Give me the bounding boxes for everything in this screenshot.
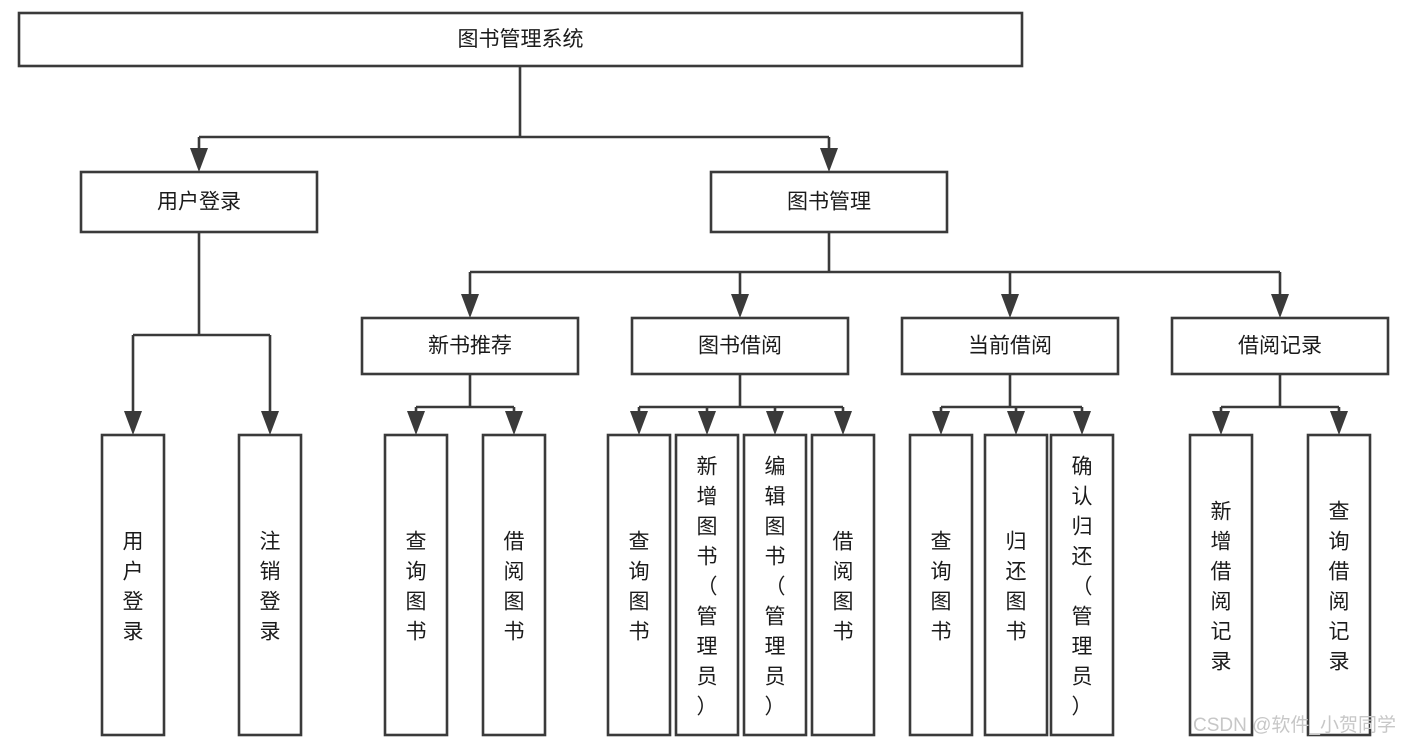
node-label-borrow-record: 借阅记录	[1238, 335, 1322, 358]
watermark-label: CSDN @软件_小贺同学	[1193, 714, 1396, 736]
node-box-current-borrow	[900, 316, 1120, 376]
connector-br-to-leaf1	[1212, 407, 1230, 435]
node-leaf-user-logout[interactable]: 注销登录	[237, 433, 303, 737]
connector-bus-to-borrow-record	[1271, 272, 1289, 318]
node-box-book-manage	[709, 170, 949, 234]
node-root[interactable]: 图书管理系统	[17, 11, 1024, 68]
node-box-leaf-query-book-b	[606, 433, 672, 737]
node-box-leaf-query-book-rec	[383, 433, 449, 737]
node-current-borrow[interactable]: 当前借阅	[900, 316, 1120, 376]
node-box-leaf-borrow-book-b	[810, 433, 876, 737]
node-label-leaf-query-record: 查询借阅记录	[1329, 500, 1350, 673]
node-label-leaf-query-book-b: 查询图书	[629, 530, 650, 643]
node-label-leaf-query-book-c: 查询图书	[931, 530, 952, 643]
connector-bb-to-leaf4	[834, 407, 852, 435]
connector-bb-to-leaf2	[698, 407, 716, 435]
node-label-current-borrow: 当前借阅	[968, 335, 1052, 358]
node-box-borrow-record	[1170, 316, 1390, 376]
node-book-borrow[interactable]: 图书借阅	[630, 316, 850, 376]
connector-cb-to-leaf2	[1007, 407, 1025, 435]
node-label-new-book-rec: 新书推荐	[428, 335, 512, 358]
node-leaf-return-book[interactable]: 归还图书	[983, 433, 1049, 737]
node-box-leaf-borrow-book-rec	[481, 433, 547, 737]
node-leaf-user-login[interactable]: 用户登录	[100, 433, 166, 737]
node-box-new-book-rec	[360, 316, 580, 376]
node-box-book-borrow	[630, 316, 850, 376]
node-label-leaf-query-book-rec: 查询图书	[406, 530, 427, 643]
node-box-leaf-user-logout	[237, 433, 303, 737]
node-box-root	[17, 11, 1024, 68]
connector-bus-to-book-borrow	[731, 272, 749, 318]
connector-nbr-to-leaf2	[505, 407, 523, 435]
connector-bb-to-leaf3	[766, 407, 784, 435]
nodes-layer: 图书管理系统用户登录图书管理新书推荐图书借阅当前借阅借阅记录用户登录注销登录查询…	[17, 11, 1390, 737]
node-leaf-borrow-book-rec[interactable]: 借阅图书	[481, 433, 547, 737]
node-user-login[interactable]: 用户登录	[79, 170, 319, 234]
node-leaf-add-book[interactable]: 新增图书（管理员）	[674, 433, 740, 737]
node-label-leaf-add-record: 新增借阅记录	[1211, 500, 1232, 673]
node-borrow-record[interactable]: 借阅记录	[1170, 316, 1390, 376]
node-label-book-borrow: 图书借阅	[698, 335, 782, 358]
connector-cb-to-leaf3	[1073, 407, 1091, 435]
node-box-leaf-return-book	[983, 433, 1049, 737]
node-label-leaf-confirm-return: 确认归还（管理员）	[1072, 455, 1093, 718]
connector-root-to-user-login	[190, 137, 208, 172]
node-leaf-query-record[interactable]: 查询借阅记录	[1306, 433, 1372, 737]
connector-root-to-book-manage	[820, 137, 838, 172]
connector-user-login-to-leaf2	[261, 335, 279, 435]
node-leaf-add-record[interactable]: 新增借阅记录	[1188, 433, 1254, 737]
connector-bus-to-new-book-rec	[461, 272, 479, 318]
node-box-leaf-edit-book	[742, 433, 808, 737]
node-label-leaf-return-book: 归还图书	[1006, 530, 1027, 643]
node-label-leaf-borrow-book-b: 借阅图书	[833, 530, 854, 643]
node-box-leaf-add-book	[674, 433, 740, 737]
node-box-leaf-confirm-return	[1049, 433, 1115, 737]
node-leaf-edit-book[interactable]: 编辑图书（管理员）	[742, 433, 808, 737]
node-box-leaf-query-book-c	[908, 433, 974, 737]
node-leaf-query-book-b[interactable]: 查询图书	[606, 433, 672, 737]
connector-bus-to-current-borrow	[1001, 272, 1019, 318]
node-leaf-query-book-c[interactable]: 查询图书	[908, 433, 974, 737]
node-label-leaf-user-login: 用户登录	[123, 530, 144, 643]
node-leaf-query-book-rec[interactable]: 查询图书	[383, 433, 449, 737]
node-label-book-manage: 图书管理	[787, 191, 871, 214]
node-leaf-confirm-return[interactable]: 确认归还（管理员）	[1049, 433, 1115, 737]
node-leaf-borrow-book-b[interactable]: 借阅图书	[810, 433, 876, 737]
node-box-user-login	[79, 170, 319, 234]
connector-bb-to-leaf1	[630, 407, 648, 435]
connector-nbr-to-leaf1	[407, 407, 425, 435]
connector-cb-to-leaf1	[932, 407, 950, 435]
node-new-book-rec[interactable]: 新书推荐	[360, 316, 580, 376]
node-label-leaf-edit-book: 编辑图书（管理员）	[765, 455, 786, 718]
connector-user-login-to-leaf1	[124, 335, 142, 435]
node-label-user-login: 用户登录	[157, 191, 241, 214]
node-box-leaf-add-record	[1188, 433, 1254, 737]
node-box-leaf-user-login	[100, 433, 166, 737]
connector-br-to-leaf2	[1330, 407, 1348, 435]
node-label-root: 图书管理系统	[458, 28, 584, 51]
node-label-leaf-add-book: 新增图书（管理员）	[697, 455, 718, 718]
node-box-leaf-query-record	[1306, 433, 1372, 737]
connectors-layer	[124, 66, 1348, 435]
node-book-manage[interactable]: 图书管理	[709, 170, 949, 234]
node-label-leaf-user-logout: 注销登录	[260, 530, 281, 643]
node-label-leaf-borrow-book-rec: 借阅图书	[504, 530, 525, 643]
